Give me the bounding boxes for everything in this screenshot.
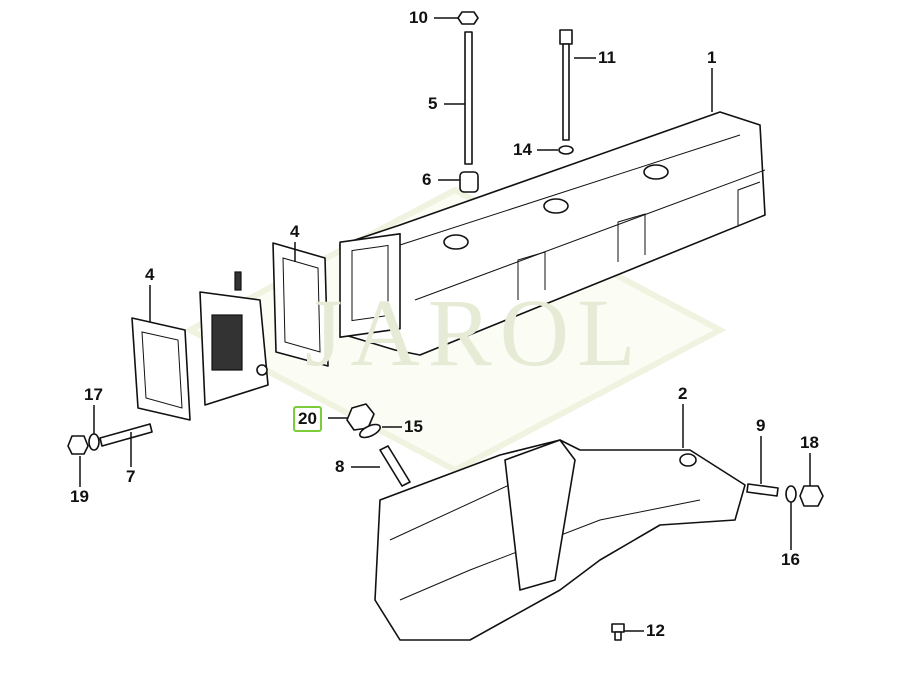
callout-10[interactable]: 10 — [409, 8, 428, 27]
leader-lines — [79, 17, 811, 632]
callout-12[interactable]: 12 — [646, 621, 665, 640]
part-16-washer[interactable] — [785, 485, 797, 503]
callout-9[interactable]: 9 — [756, 416, 766, 435]
callout-14[interactable]: 14 — [513, 140, 532, 159]
part-14-washer[interactable] — [558, 145, 574, 155]
callout-4-lower[interactable]: 4 — [145, 265, 155, 284]
part-4-gasket-b[interactable] — [131, 317, 191, 421]
callout-17[interactable]: 17 — [84, 385, 103, 404]
part-12-bolt[interactable] — [611, 623, 625, 641]
part-15-washer[interactable] — [358, 422, 382, 440]
callout-15[interactable]: 15 — [404, 417, 423, 436]
callout-4-upper[interactable]: 4 — [290, 222, 300, 241]
callout-8[interactable]: 8 — [335, 457, 345, 476]
callout-6[interactable]: 6 — [422, 170, 432, 189]
callout-11[interactable]: 11 — [598, 48, 616, 67]
part-7-stud[interactable] — [99, 423, 153, 447]
callout-20-highlighted[interactable]: 20 — [293, 406, 322, 432]
part-19-nut[interactable] — [67, 435, 89, 455]
part-10-nut[interactable] — [457, 11, 479, 25]
intake-heater[interactable] — [199, 271, 269, 406]
part-2-manifold-lower[interactable] — [374, 439, 746, 641]
part-18-nut[interactable] — [799, 485, 824, 507]
part-4-gasket-a[interactable] — [272, 242, 329, 367]
part-8-stud[interactable] — [379, 445, 411, 487]
callout-7[interactable]: 7 — [126, 467, 136, 486]
callout-1[interactable]: 1 — [707, 48, 717, 67]
callout-2[interactable]: 2 — [678, 384, 688, 403]
part-1-exhaust-manifold[interactable] — [339, 111, 766, 356]
part-11-bolt[interactable] — [559, 29, 573, 141]
callout-5[interactable]: 5 — [428, 94, 438, 113]
callout-19[interactable]: 19 — [70, 487, 89, 506]
part-5-stud[interactable] — [464, 31, 473, 165]
part-9-stud[interactable] — [746, 483, 779, 497]
part-6-sleeve[interactable] — [459, 171, 479, 193]
part-17-washer[interactable] — [88, 433, 100, 451]
callout-18[interactable]: 18 — [800, 433, 819, 452]
callout-16[interactable]: 16 — [781, 550, 800, 569]
